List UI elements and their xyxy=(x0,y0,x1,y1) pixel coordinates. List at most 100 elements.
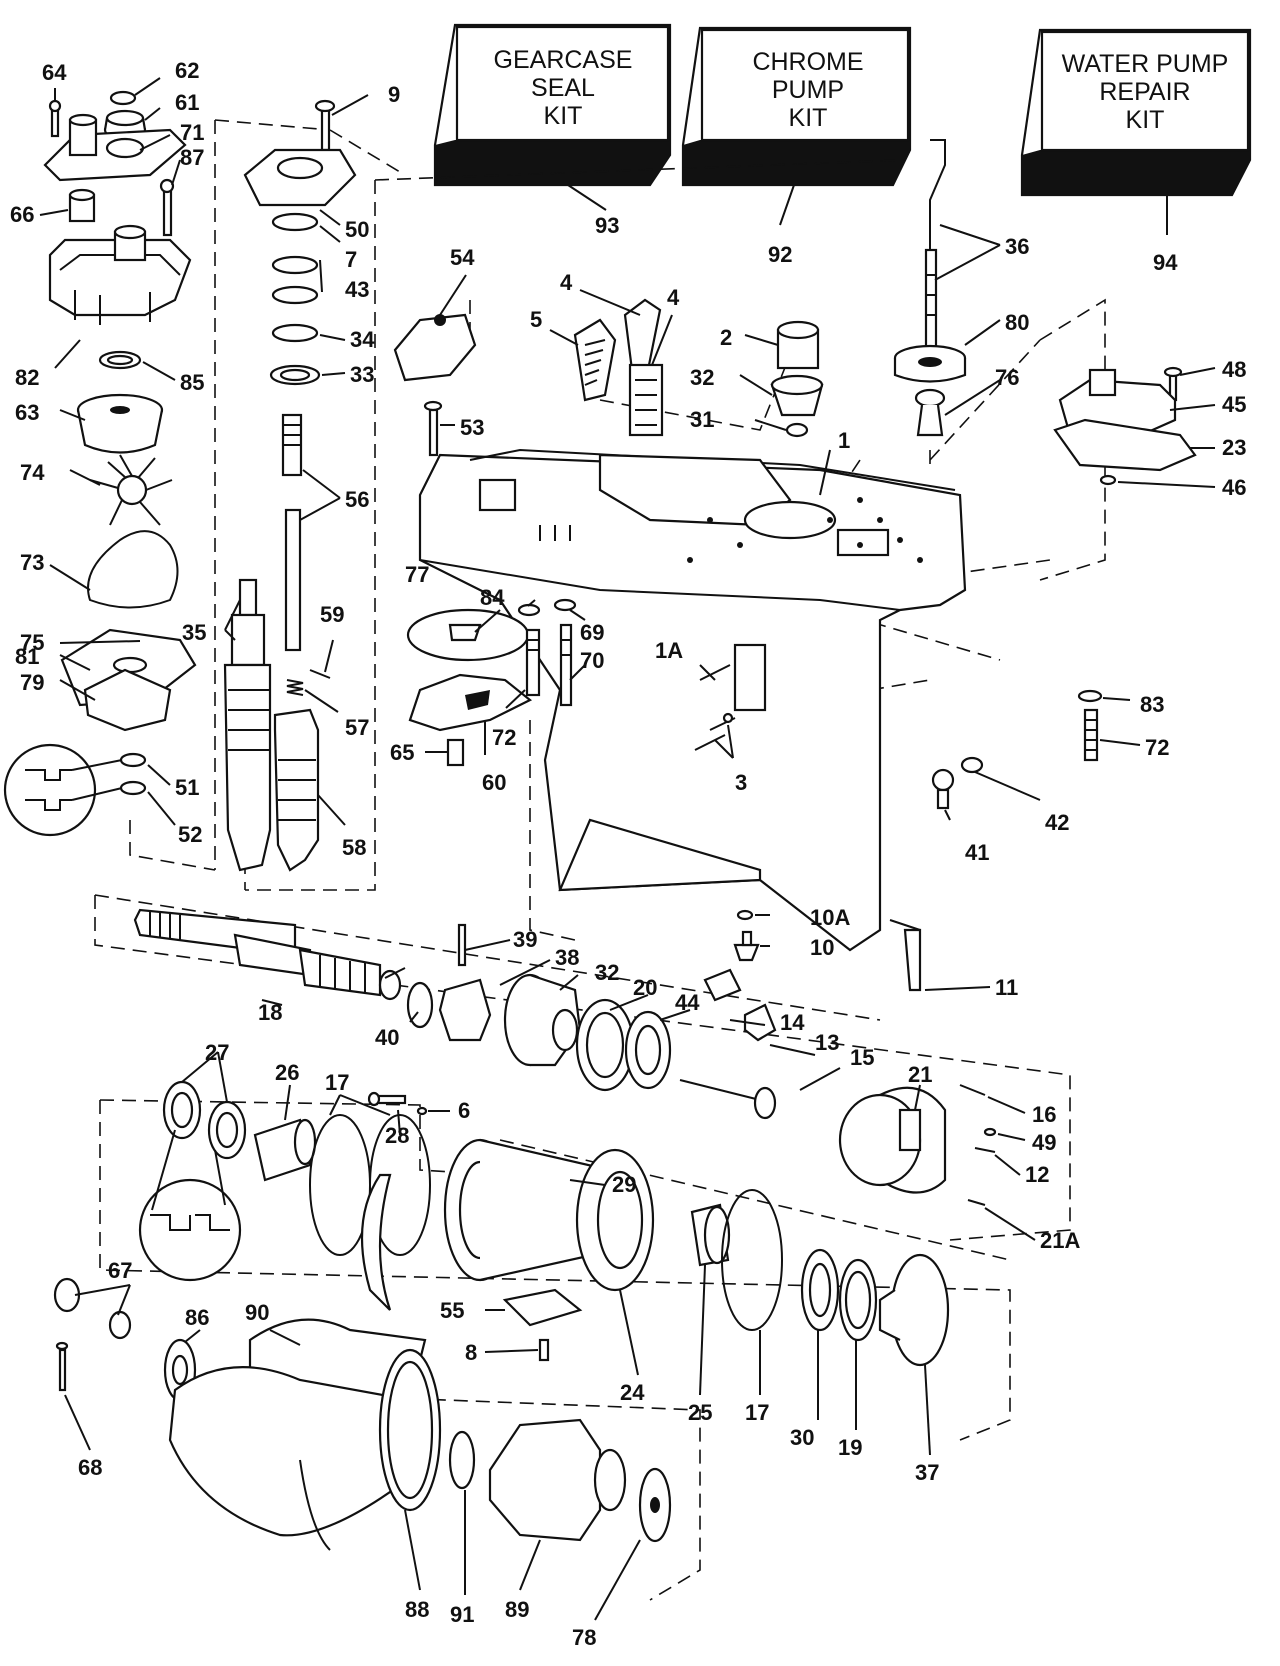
part-label-29: 29 xyxy=(612,1172,636,1197)
part-label-41: 41 xyxy=(965,840,989,865)
part-label-33: 33 xyxy=(350,362,374,387)
part-label-61: 61 xyxy=(175,90,199,115)
part-label-4a: 4 xyxy=(560,270,573,295)
part-label-21: 21 xyxy=(908,1062,932,1087)
part-label-83: 83 xyxy=(1140,692,1164,717)
water-pump-housing-parts xyxy=(3,90,197,837)
chrome-pump-kit-line2: PUMP xyxy=(772,76,844,104)
part-label-25: 25 xyxy=(688,1400,712,1425)
part-label-65: 65 xyxy=(390,740,414,765)
part-label-6: 6 xyxy=(458,1098,470,1123)
part-label-1: 1 xyxy=(838,428,850,453)
part-label-32a: 32 xyxy=(690,365,714,390)
gearcase-seal-kit-box: GEARCASE SEAL KIT xyxy=(433,23,672,187)
part-label-17a: 17 xyxy=(325,1070,349,1095)
part-label-89: 89 xyxy=(505,1597,529,1622)
part-label-20: 20 xyxy=(633,975,657,1000)
part-label-10: 10 xyxy=(810,935,834,960)
part-label-27: 27 xyxy=(205,1040,229,1065)
part-label-79: 79 xyxy=(20,670,44,695)
part-label-58: 58 xyxy=(342,835,366,860)
part-label-80: 80 xyxy=(1005,310,1029,335)
part-number-labels: 93 92 94 64 62 61 71 87 66 82 85 63 74 7… xyxy=(10,58,1246,1650)
part-label-52: 52 xyxy=(178,822,202,847)
part-label-15: 15 xyxy=(850,1045,874,1070)
gearcase-housing xyxy=(418,448,967,962)
upper-gear-parts xyxy=(393,298,824,457)
part-label-28: 28 xyxy=(385,1123,409,1148)
part-label-39: 39 xyxy=(513,927,537,952)
part-label-43: 43 xyxy=(345,277,369,302)
trim-tab-parts xyxy=(406,598,577,767)
chrome-pump-kit-line1: CHROME xyxy=(752,48,863,76)
part-label-46: 46 xyxy=(1222,475,1246,500)
part-label-51: 51 xyxy=(175,775,199,800)
part-label-32b: 32 xyxy=(595,960,619,985)
part-label-13: 13 xyxy=(815,1030,839,1055)
part-label-18: 18 xyxy=(258,1000,282,1025)
kit-number-94: 94 xyxy=(1153,250,1178,275)
right-side-parts xyxy=(893,139,1197,810)
part-label-77: 77 xyxy=(405,562,429,587)
part-label-73: 73 xyxy=(20,550,44,575)
part-label-64: 64 xyxy=(42,60,67,85)
part-label-74: 74 xyxy=(20,460,45,485)
part-label-49: 49 xyxy=(1032,1130,1056,1155)
part-label-2: 2 xyxy=(720,325,732,350)
part-label-36: 36 xyxy=(1005,234,1029,259)
part-label-40: 40 xyxy=(375,1025,399,1050)
water-pump-kit-line3: KIT xyxy=(1126,106,1165,134)
part-label-24: 24 xyxy=(620,1380,645,1405)
part-label-8: 8 xyxy=(465,1340,477,1365)
part-label-69: 69 xyxy=(580,620,604,645)
part-label-16: 16 xyxy=(1032,1102,1056,1127)
part-label-42: 42 xyxy=(1045,810,1069,835)
part-label-62: 62 xyxy=(175,58,199,83)
part-label-75: 75 xyxy=(20,630,44,655)
part-label-54: 54 xyxy=(450,245,475,270)
part-label-31: 31 xyxy=(690,407,714,432)
part-label-10A: 10A xyxy=(810,905,850,930)
part-label-44: 44 xyxy=(675,990,700,1015)
part-label-88: 88 xyxy=(405,1597,429,1622)
part-label-45: 45 xyxy=(1222,392,1246,417)
part-label-21A: 21A xyxy=(1040,1228,1080,1253)
water-pump-repair-kit-box: WATER PUMP REPAIR KIT xyxy=(1020,28,1252,197)
part-label-11: 11 xyxy=(995,975,1018,1000)
bearing-carrier-row xyxy=(138,1080,950,1367)
part-label-60: 60 xyxy=(482,770,506,795)
part-label-34: 34 xyxy=(350,327,375,352)
part-label-87: 87 xyxy=(180,145,204,170)
part-label-90: 90 xyxy=(245,1300,269,1325)
part-label-38: 38 xyxy=(555,945,579,970)
part-label-17b: 17 xyxy=(745,1400,769,1425)
gearcase-seal-kit-line2: SEAL xyxy=(531,74,595,102)
part-label-66: 66 xyxy=(10,202,34,227)
water-pump-kit-line2: REPAIR xyxy=(1099,78,1190,106)
part-label-57: 57 xyxy=(345,715,369,740)
part-label-59: 59 xyxy=(320,602,344,627)
gearcase-seal-kit-line1: GEARCASE xyxy=(494,46,633,74)
part-label-19: 19 xyxy=(838,1435,862,1460)
driveshaft-parts xyxy=(223,99,357,872)
part-label-82: 82 xyxy=(15,365,39,390)
part-label-68: 68 xyxy=(78,1455,102,1480)
part-label-9: 9 xyxy=(388,82,400,107)
part-label-78: 78 xyxy=(572,1625,596,1650)
leader-lines xyxy=(39,77,1216,1621)
part-label-55: 55 xyxy=(440,1298,464,1323)
kit-number-93: 93 xyxy=(595,213,619,238)
part-label-30: 30 xyxy=(790,1425,814,1450)
part-label-86: 86 xyxy=(185,1305,209,1330)
chrome-pump-kit-line3: KIT xyxy=(789,104,828,132)
part-label-91: 91 xyxy=(450,1602,474,1627)
part-label-37: 37 xyxy=(915,1460,939,1485)
chrome-pump-kit-box: CHROME PUMP KIT xyxy=(681,26,912,187)
part-label-14: 14 xyxy=(780,1010,805,1035)
gearcase-seal-kit-line3: KIT xyxy=(544,102,583,130)
part-label-67: 67 xyxy=(108,1258,132,1283)
kit-number-92: 92 xyxy=(768,242,792,267)
part-label-63: 63 xyxy=(15,400,39,425)
part-label-84: 84 xyxy=(480,585,505,610)
